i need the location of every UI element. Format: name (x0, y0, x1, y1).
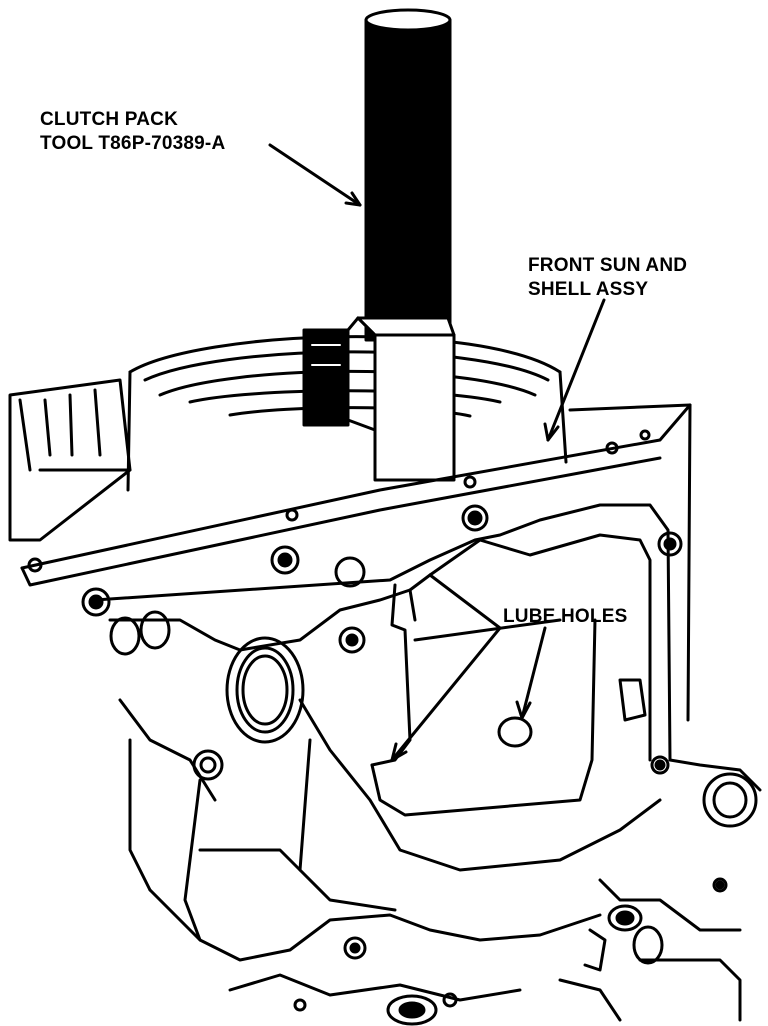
lube-holes-label-text: LUBE HOLES (503, 606, 628, 627)
clutch-pack-tool-label: CLUTCH PACK TOOL T86P-70389-A (40, 108, 225, 156)
lube-holes-label: LUBE HOLES (503, 605, 627, 629)
front-sun-shell-label-line1: FRONT SUN AND (528, 255, 688, 276)
case-top-flange (8, 378, 692, 722)
clutch-pack-tool-label-line2: TOOL T86P-70389-A (40, 133, 226, 154)
front-sun-shell-label: FRONT SUN AND SHELL ASSY (528, 254, 687, 302)
case-casting (81, 503, 762, 1026)
leader-lines (268, 143, 606, 762)
clutch-pack-tool-label-line1: CLUTCH PACK (40, 109, 179, 130)
front-sun-shell-label-line2: SHELL ASSY (528, 279, 649, 300)
clutch-pack-tool (302, 8, 456, 482)
